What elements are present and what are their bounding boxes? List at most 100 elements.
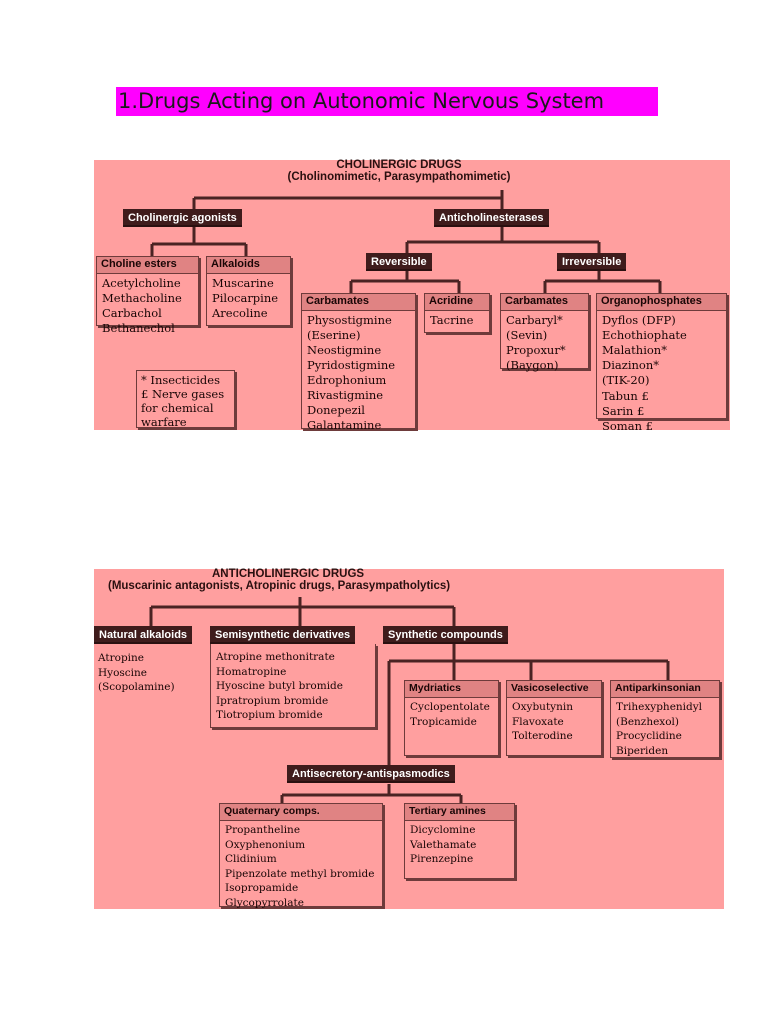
cholinergic-heading: CHOLINERGIC DRUGS (Cholinomimetic, Paras… xyxy=(194,159,604,184)
nerve-gas-list: Tabun £Sarin £Soman £ xyxy=(597,388,726,434)
antisecretory-antispasmodics-label: Antisecretory-antispasmodics xyxy=(287,765,455,783)
natural-alkaloids-label: Natural alkaloids xyxy=(94,626,193,644)
reversible-carbamate-item: Physostigmine xyxy=(307,313,392,327)
quaternary-item: Glycopyrrolate xyxy=(225,896,304,909)
quaternary-compounds-heading: Quaternary comps. xyxy=(220,804,382,821)
semisynthetic-item: Homatropine xyxy=(216,665,287,678)
alkaloid-item: Arecoline xyxy=(212,306,268,320)
anticholinergic-subtitle: (Muscarinic antagonists, Atropinic drugs… xyxy=(108,580,451,592)
alkaloid-item: Muscarine xyxy=(212,276,274,290)
page-title: 1.Drugs Acting on Autonomic Nervous Syst… xyxy=(116,87,658,116)
anticholinergic-title: ANTICHOLINERGIC DRUGS xyxy=(212,568,365,580)
reversible-carbamates-heading: Carbamates xyxy=(302,294,415,311)
mydriatic-item: Cyclopentolate xyxy=(410,701,490,713)
vasicoselective-item: Flavoxate xyxy=(512,715,564,728)
irreversible-carbamate-item: (Baygon) xyxy=(506,358,559,372)
tertiary-amine-item: Pirenzepine xyxy=(410,853,474,865)
cholinergic-connector-lines xyxy=(150,190,662,293)
irreversible-carbamates-box: Carbamates Carbaryl*(Sevin)Propoxur*(Bay… xyxy=(500,293,589,372)
quaternary-item: Isopropamide xyxy=(225,882,299,894)
reversible-carbamates-box: Carbamates Physostigmine(Eserine)Neostig… xyxy=(301,293,416,432)
semisynthetic-item: Tiotropium bromide xyxy=(216,709,323,721)
alkaloids-heading: Alkaloids xyxy=(207,257,290,274)
antiparkinsonian-item: (Benzhexol) xyxy=(616,715,679,728)
natural-alkaloid-item: Hyoscine xyxy=(98,666,148,679)
cholinergic-subtitle: (Cholinomimetic, Parasympathomimetic) xyxy=(287,171,511,183)
legend-line: £ Nerve gases xyxy=(141,387,225,401)
antiparkinsonian-box: Antiparkinsonian Trihexyphenidyl(Benzhex… xyxy=(610,680,720,758)
antiparkinsonian-item: Procyclidine xyxy=(616,730,682,742)
mydriatic-item: Tropicamide xyxy=(410,715,477,728)
nerve-gas-item: Sarin £ xyxy=(602,404,645,418)
choline-ester-item: Carbachol xyxy=(102,306,162,320)
organophosphates-box: Organophosphates Dyflos (DFP)Echothiopha… xyxy=(596,293,727,433)
semisynthetic-item: Atropine methonitrate xyxy=(216,651,335,663)
quaternary-item: Pipenzolate methyl bromide xyxy=(225,867,375,880)
acridine-item: Tacrine xyxy=(430,313,474,327)
legend-line: for chemical xyxy=(141,401,214,415)
antiparkinsonian-item: Biperiden xyxy=(616,744,669,757)
organophosphate-item: Diazinon* xyxy=(602,358,659,372)
irreversible-carbamate-list: Carbaryl*(Sevin)Propoxur*(Baygon) xyxy=(501,311,588,373)
quaternary-item: Clidinium xyxy=(225,853,277,865)
organophosphate-item: (TIK-20) xyxy=(602,373,650,387)
quaternary-item: Propantheline xyxy=(225,824,301,836)
irreversible-carbamate-item: Propoxur* xyxy=(506,343,566,357)
irreversible-label: Irreversible xyxy=(557,253,627,271)
semisynthetic-derivatives-label: Semisynthetic derivatives xyxy=(210,626,356,644)
vasicoselective-item: Tolterodine xyxy=(512,730,573,742)
reversible-label: Reversible xyxy=(366,253,432,271)
vasicoselective-heading: Vasicoselective xyxy=(507,681,601,698)
cholinergic-agonists-label: Cholinergic agonists xyxy=(123,209,242,227)
reversible-carbamate-item: Neostigmine xyxy=(307,343,382,357)
nerve-gas-item: Tabun £ xyxy=(602,389,649,403)
tertiary-amine-item: Valethamate xyxy=(410,838,477,851)
organophosphate-item: Malathion* xyxy=(602,343,667,357)
reversible-carbamate-item: Galantamine xyxy=(307,418,382,432)
mydriatics-heading: Mydriatics xyxy=(405,681,498,698)
alkaloid-item: Pilocarpine xyxy=(212,291,279,305)
irreversible-carbamate-item: (Sevin) xyxy=(506,328,548,342)
natural-alkaloid-item: Atropine xyxy=(98,652,145,664)
natural-alkaloid-item: (Scopolamine) xyxy=(98,681,175,693)
legend-note: * Insecticides £ Nerve gases for chemica… xyxy=(136,370,235,429)
reversible-carbamate-item: Rivastigmine xyxy=(307,388,384,402)
organophosphates-heading: Organophosphates xyxy=(597,294,726,311)
acridine-box: Acridine Tacrine xyxy=(424,293,490,333)
anticholinergic-drugs-diagram: ANTICHOLINERGIC DRUGS (Muscarinic antago… xyxy=(94,568,724,910)
reversible-carbamate-item: Edrophonium xyxy=(307,373,387,387)
tertiary-amines-heading: Tertiary amines xyxy=(405,804,514,821)
organophosphate-item: Dyflos (DFP) xyxy=(602,313,676,327)
cholinergic-title: CHOLINERGIC DRUGS xyxy=(336,159,462,171)
synthetic-compounds-label: Synthetic compounds xyxy=(383,626,508,644)
semisynthetic-item: Ipratropium bromide xyxy=(216,694,329,707)
vasicoselective-item: Oxybutynin xyxy=(512,701,573,713)
antiparkinsonian-heading: Antiparkinsonian xyxy=(611,681,719,698)
reversible-carbamate-item: Donepezil xyxy=(307,403,365,417)
anticholinesterases-label: Anticholinesterases xyxy=(434,209,549,227)
acridine-heading: Acridine xyxy=(425,294,489,311)
reversible-carbamate-item: Pyridostigmine xyxy=(307,358,396,372)
cholinergic-drugs-diagram: CHOLINERGIC DRUGS (Cholinomimetic, Paras… xyxy=(94,159,730,433)
choline-ester-item: Methacholine xyxy=(102,291,182,305)
acridine-list: Tacrine xyxy=(425,311,489,328)
quaternary-item: Oxyphenonium xyxy=(225,838,306,851)
irreversible-carbamates-heading: Carbamates xyxy=(501,294,588,311)
semisynthetic-item: Hyoscine butyl bromide xyxy=(216,680,343,692)
anticholinergic-connector-lines xyxy=(149,597,670,803)
